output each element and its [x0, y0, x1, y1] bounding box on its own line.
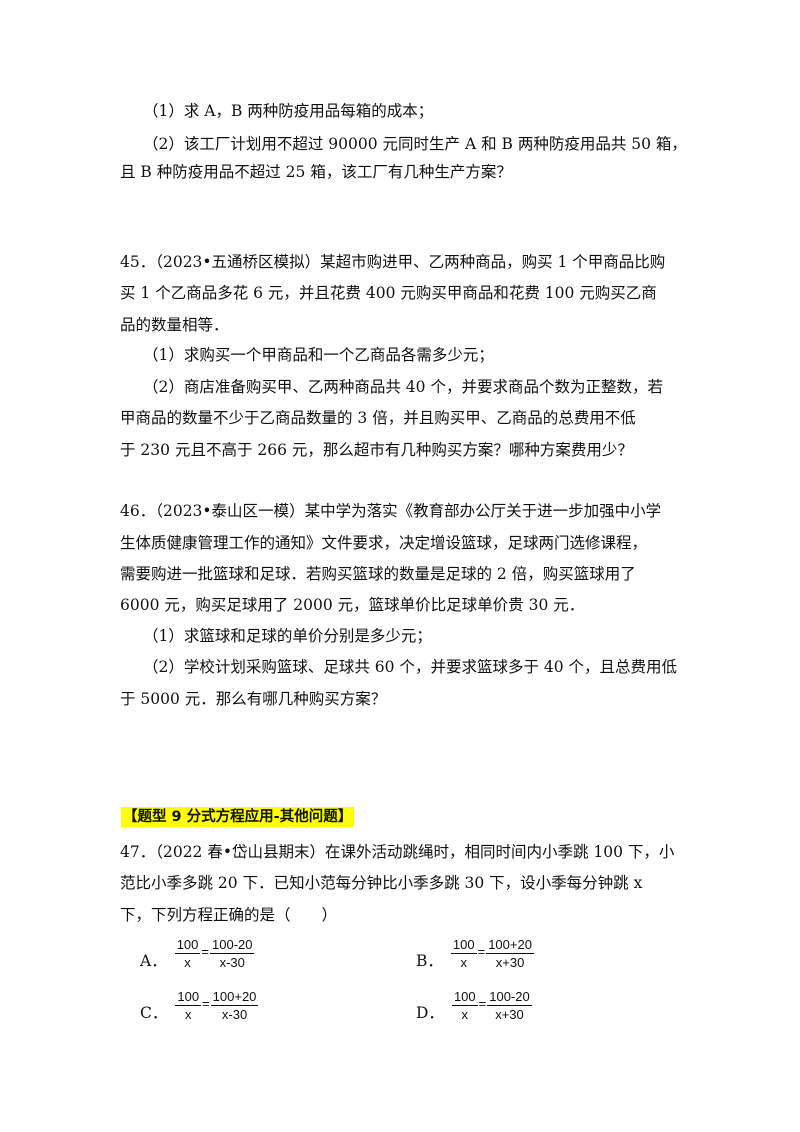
equals-sign: =: [201, 943, 209, 959]
q46-line4: 6000 元，购买足球用了 2000 元，篮球单价比足球单价贵 30 元．: [120, 596, 585, 614]
section-heading: 【题型 9 分式方程应用-其他问题】: [121, 807, 355, 827]
q47-line3: 下，下列方程正确的是（ ）: [120, 906, 338, 924]
q45-line3: 品的数量相等．: [120, 316, 229, 334]
option-label: B．: [416, 952, 443, 970]
option-equation: 100 x = 100-20 x+30: [451, 988, 532, 1022]
lhs-fraction: 100 x: [450, 936, 477, 970]
lhs-fraction: 100 x: [451, 988, 478, 1022]
numerator: 100: [175, 988, 202, 1006]
denominator: x: [461, 1006, 469, 1022]
lhs-fraction: 100 x: [175, 988, 202, 1022]
q45-line1: 45．（2023•五通桥区模拟）某超市购进甲、乙两种商品，购买 1 个甲商品比购: [120, 253, 666, 271]
numerator: 100: [451, 988, 478, 1006]
q44-part2-line2: 且 B 种防疫用品不超过 25 箱，该工厂有几种生产方案？: [120, 163, 512, 181]
q46-line2: 生体质健康管理工作的通知》文件要求，决定增设篮球，足球两门选修课程，: [120, 534, 648, 552]
q46-part1: （1）求篮球和足球的单价分别是多少元；: [143, 627, 432, 645]
denominator: x-30: [219, 954, 245, 970]
option-a: A． 100 x = 100-20 x-30: [140, 935, 255, 971]
q46-line3: 需要购进一批篮球和足球．若购买篮球的数量是足球的 2 倍，购买篮球用了: [120, 565, 636, 583]
option-equation: 100 x = 100+20 x-30: [175, 988, 259, 1022]
denominator: x: [184, 954, 191, 970]
numerator: 100-20: [487, 988, 532, 1006]
option-label: D．: [416, 1004, 444, 1022]
option-equation: 100 x = 100-20 x-30: [174, 936, 255, 970]
q44-part1: （1）求 A，B 两种防疫用品每箱的成本；: [143, 102, 434, 120]
q47-line1: 47．（2022 春•岱山县期末）在课外活动跳绳时，相同时间内小季跳 100 下…: [120, 843, 675, 861]
denominator: x+30: [495, 1006, 524, 1022]
q45-line2: 买 1 个乙商品多花 6 元，并且花费 400 元购买甲商品和花费 100 元购…: [120, 284, 657, 302]
q45-part2-line2: 甲商品的数量不少于乙商品数量的 3 倍，并且购买甲、乙商品的总费用不低: [120, 409, 636, 427]
q46-part2-line1: （2）学校计划采购篮球、足球共 60 个，并要求篮球多于 40 个，且总费用低: [143, 658, 678, 676]
denominator: x: [460, 954, 467, 970]
q44-part2-line1: （2）该工厂计划用不超过 90000 元同时生产 A 和 B 两种防疫用品共 5…: [143, 135, 687, 153]
rhs-fraction: 100+20 x+30: [486, 937, 534, 970]
equals-sign: =: [477, 943, 486, 959]
q46-line1: 46．（2023•泰山区一模）某中学为落实《教育部办公厅关于进一步加强中小学: [120, 502, 662, 520]
numerator: 100+20: [210, 988, 259, 1006]
option-label: A．: [140, 952, 167, 970]
option-c: C． 100 x = 100+20 x-30: [140, 987, 259, 1023]
option-d: D． 100 x = 100-20 x+30: [416, 987, 532, 1023]
numerator: 100: [450, 936, 477, 954]
q45-part1: （1）求购买一个甲商品和一个乙商品各需多少元；: [143, 346, 494, 364]
q47-line2: 范比小季多跳 20 下．已知小范每分钟比小季多跳 30 下，设小季每分钟跳 x: [120, 874, 643, 892]
option-label: C．: [140, 1004, 168, 1022]
numerator: 100+20: [486, 936, 534, 954]
denominator: x-30: [221, 1006, 248, 1022]
rhs-fraction: 100-20 x+30: [487, 988, 532, 1022]
rhs-fraction: 100+20 x-30: [210, 988, 259, 1022]
option-equation: 100 x = 100+20 x+30: [450, 936, 534, 970]
numerator: 100: [174, 936, 201, 954]
q45-part2-line1: （2）商店准备购买甲、乙两种商品共 40 个，并要求商品个数为正整数，若: [143, 378, 663, 396]
numerator: 100-20: [210, 936, 255, 954]
rhs-fraction: 100-20 x-30: [210, 936, 255, 970]
denominator: x: [184, 1006, 192, 1022]
denominator: x+30: [495, 954, 525, 970]
q45-part2-line3: 于 230 元且不高于 266 元，那么超市有几种购买方案？哪种方案费用少？: [120, 441, 633, 459]
q46-part2-line2: 于 5000 元．那么有哪几种购买方案？: [120, 690, 387, 708]
equals-sign: =: [478, 995, 487, 1011]
equals-sign: =: [202, 995, 210, 1011]
lhs-fraction: 100 x: [174, 936, 201, 970]
option-b: B． 100 x = 100+20 x+30: [416, 935, 534, 971]
